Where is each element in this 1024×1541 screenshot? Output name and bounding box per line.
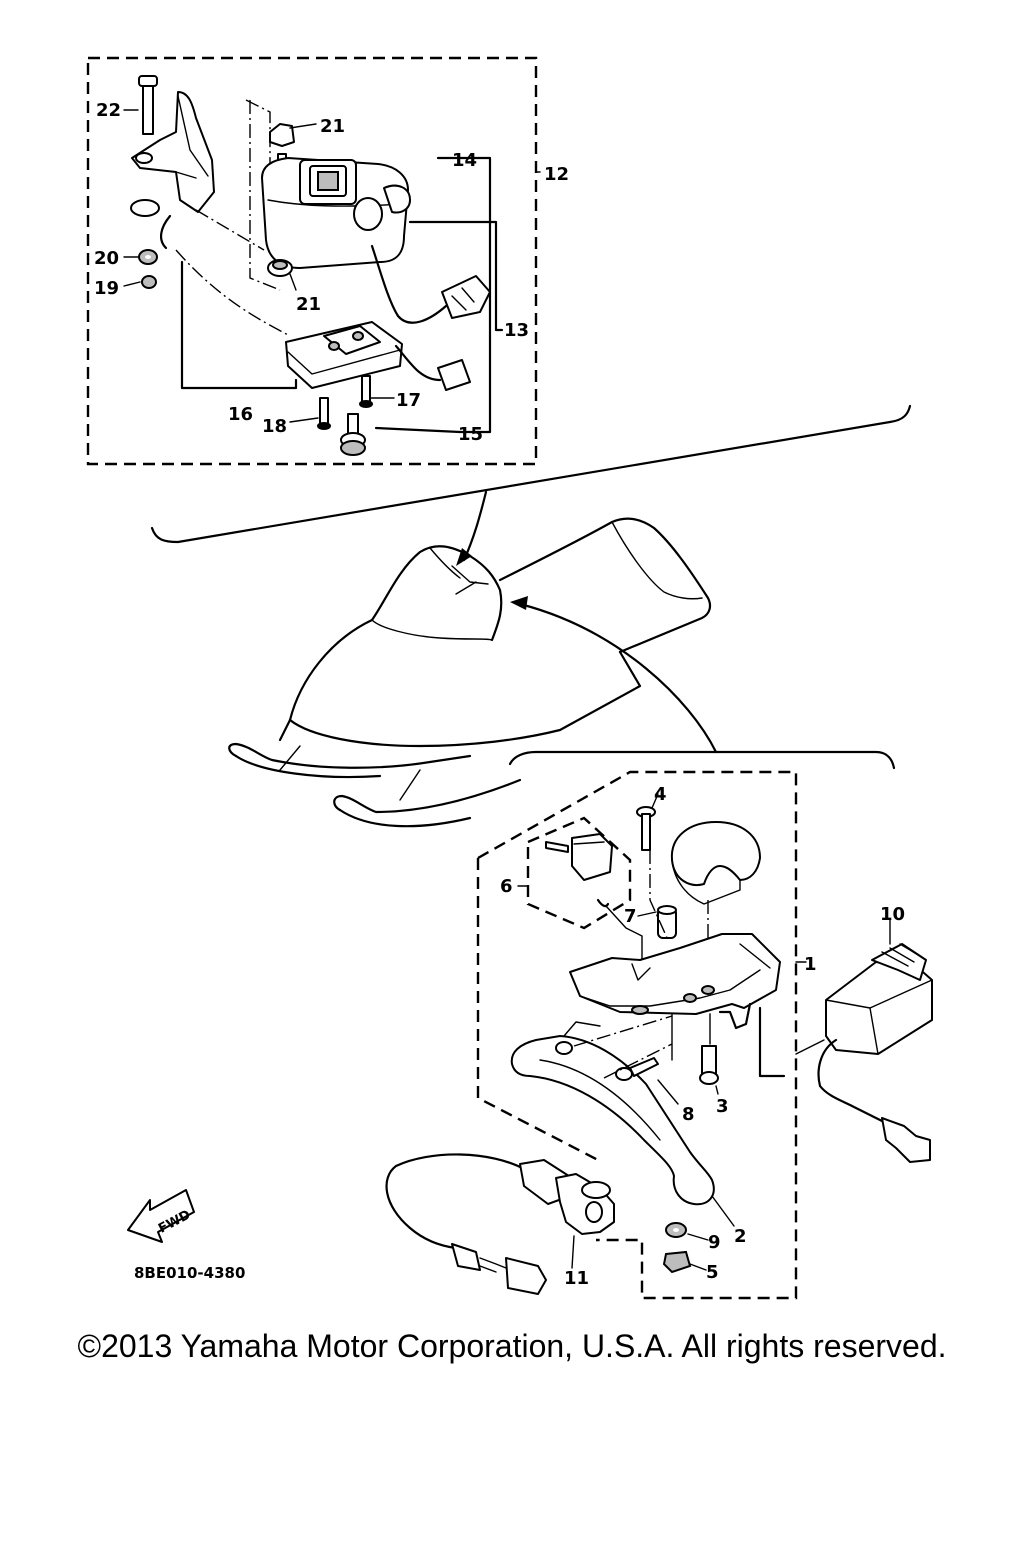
- bolt-3: [699, 1045, 719, 1085]
- collar-7: [657, 905, 677, 939]
- snowmobile-outline: [150, 404, 912, 828]
- screw-4: [636, 806, 656, 851]
- callout-19: 19: [94, 278, 119, 299]
- lower-assembly: 4 6 7 1 10 8 3 2 9 5 11: [385, 770, 933, 1300]
- callout-9: 9: [708, 1232, 721, 1253]
- callout-3: 3: [716, 1096, 729, 1117]
- callout-18: 18: [262, 416, 287, 437]
- callout-21-upper: 21: [320, 116, 345, 137]
- washer-20: [138, 249, 158, 265]
- callout-20: 20: [94, 248, 119, 269]
- fwd-arrow-icon: FWD: [127, 1189, 195, 1243]
- relay-16: [285, 321, 403, 389]
- kit-6-boundary: [526, 816, 632, 930]
- grommet-21-lower: [267, 259, 293, 277]
- callout-14: 14: [452, 150, 477, 171]
- callout-11: 11: [564, 1268, 589, 1289]
- bolt-22: [138, 75, 158, 135]
- callout-10: 10: [880, 904, 905, 925]
- screw-8: [615, 1057, 659, 1081]
- callout-17: 17: [396, 390, 421, 411]
- callout-22: 22: [96, 100, 121, 121]
- nut-5: [662, 1250, 692, 1274]
- bracket-line-14-15: [436, 156, 492, 434]
- lower-assembly-boundary: [476, 770, 798, 1300]
- callout-12: 12: [544, 164, 569, 185]
- connector-14: [370, 244, 491, 324]
- switch-11: [385, 1153, 615, 1295]
- lower-brace: [508, 750, 896, 770]
- bracket-line-16: [180, 260, 298, 390]
- callout-7: 7: [624, 906, 637, 927]
- bracket-line-13: [408, 220, 504, 332]
- nut-19: [141, 275, 157, 289]
- callout-21-lower: 21: [296, 294, 321, 315]
- upper-brace: [150, 404, 912, 544]
- screw-17: [359, 375, 373, 408]
- kit-6: [545, 833, 613, 908]
- callout-2: 2: [734, 1226, 747, 1247]
- callout-6: 6: [500, 876, 513, 897]
- callout-16: 16: [228, 404, 253, 425]
- cable-10: [817, 1038, 902, 1132]
- callout-1: 1: [804, 954, 817, 975]
- copyright-notice: ©2013 Yamaha Motor Corporation, U.S.A. A…: [77, 1328, 947, 1364]
- callout-4: 4: [654, 784, 667, 805]
- callout-8: 8: [682, 1104, 695, 1125]
- washer-9: [665, 1222, 687, 1238]
- bolt-15: [340, 413, 366, 456]
- grip-cover: [670, 821, 761, 905]
- drawing-code: 8BE010-4380: [134, 1264, 245, 1282]
- mounting-bracket: [130, 91, 215, 250]
- control-unit-14: [261, 157, 411, 269]
- switch-10: [825, 943, 933, 1055]
- callout-15: 15: [458, 424, 483, 445]
- connector-16: [394, 344, 471, 391]
- callout-5: 5: [706, 1262, 719, 1283]
- screw-18: [317, 397, 331, 430]
- bracket-housing-1: [569, 933, 781, 1030]
- brake-lever-2: [510, 1021, 715, 1206]
- upper-assembly: 22 21 14 12 20 19 21 13 17 16 18 15: [86, 56, 569, 466]
- callout-13: 13: [504, 320, 529, 341]
- connector-10: [881, 1117, 931, 1163]
